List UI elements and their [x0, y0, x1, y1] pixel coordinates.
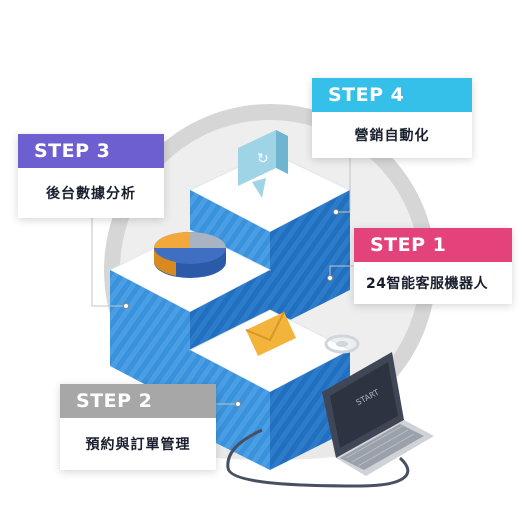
step-2-tag: STEP 2 — [60, 384, 216, 418]
laptop-cable — [226, 428, 410, 488]
step-1-card: STEP 1 24智能客服機器人 — [354, 228, 512, 304]
step-4-tag: STEP 4 — [312, 78, 472, 112]
step-4-card: STEP 4 營銷自動化 — [312, 78, 472, 158]
block-front-step2 — [188, 309, 352, 470]
step-3-tag: STEP 3 — [18, 134, 164, 168]
laptop-icon — [322, 352, 434, 476]
step-2-description: 預約與訂單管理 — [85, 437, 191, 453]
svg-text:↻: ↻ — [257, 151, 269, 167]
connector-lines — [91, 158, 354, 407]
step-3-description: 後台數據分析 — [46, 186, 136, 202]
step-3-card: STEP 3 後台數據分析 — [18, 134, 164, 218]
envelope-icon — [245, 311, 296, 356]
step-4-description: 營銷自動化 — [354, 128, 430, 144]
step-2-card: STEP 2 預約與訂單管理 — [60, 384, 216, 470]
ring-marker — [324, 334, 360, 354]
pie-chart-icon — [154, 232, 226, 278]
step-1-description: 24智能客服機器人 — [366, 276, 488, 292]
chat-sync-icon: ↻ — [238, 130, 288, 198]
step-1-tag: STEP 1 — [354, 228, 512, 262]
